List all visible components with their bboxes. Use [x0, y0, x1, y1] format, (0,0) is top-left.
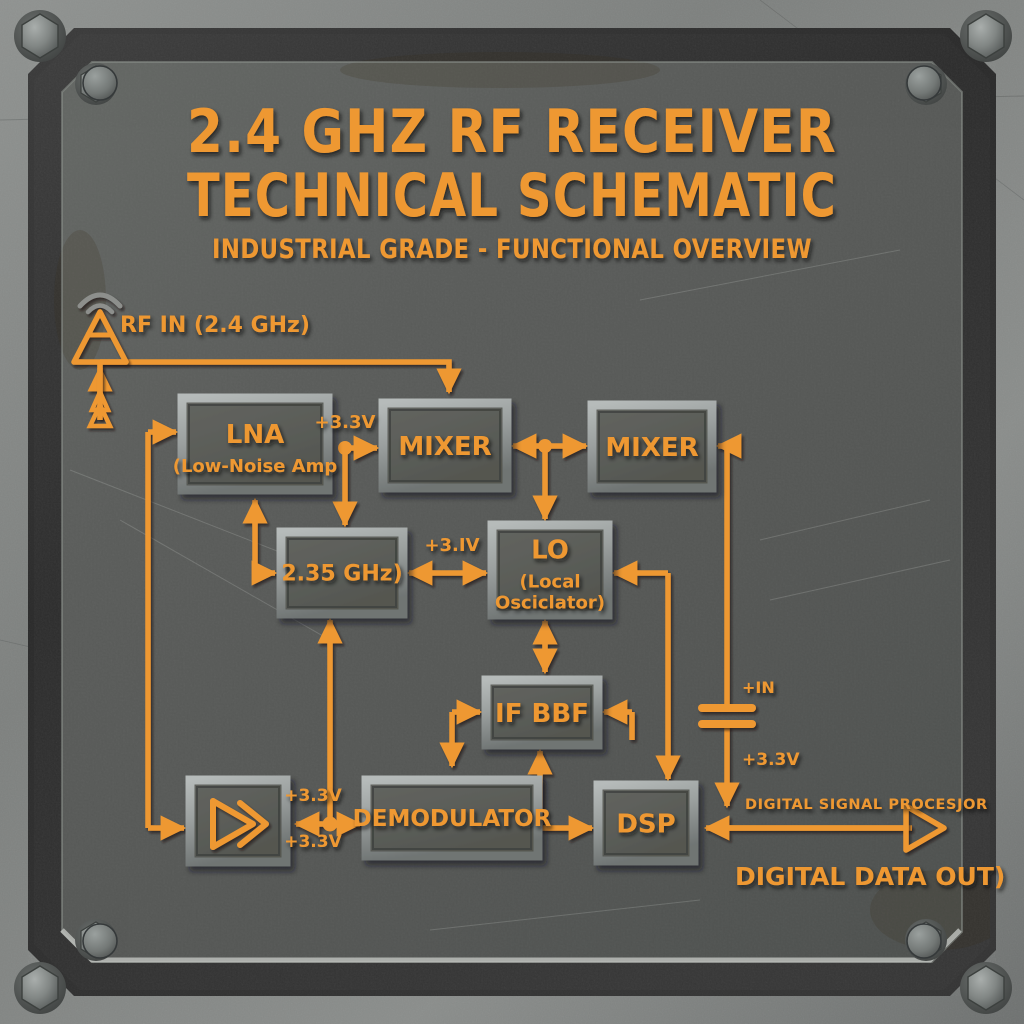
title-group: 2.4 GHZ RF RECEIVER TECHNICAL SCHEMATIC … — [187, 97, 837, 265]
block-frame — [487, 520, 613, 620]
rail-labels: +3.3V +3.IV +3.3V +3.3V +IN +3.3V — [284, 412, 800, 852]
rail-label-rail-lna-mixer: +3.3V — [315, 412, 376, 433]
block-mixer1[interactable] — [378, 398, 512, 493]
block-label-group-lna: LNA (Low-Noise Amp — [173, 420, 338, 477]
wire-rfin-to-mixer1 — [100, 359, 462, 395]
rail-label-rail-amp-bottom: +3.3V — [284, 832, 342, 852]
block-frame — [276, 527, 408, 619]
block-label-group-demodulator: DEMODULATOR — [353, 806, 552, 832]
block-frame — [177, 393, 333, 495]
amplifier-symbol-icon — [210, 798, 269, 850]
block-filter[interactable] — [276, 527, 408, 619]
block-label-lna-1: (Low-Noise Amp — [173, 456, 338, 477]
block-frame — [587, 400, 717, 493]
block-label-lo-1: (Local — [519, 572, 580, 593]
block-label-group-filter: 2.35 GHz) — [281, 562, 402, 587]
rivet-bottom-left-inner — [82, 923, 118, 959]
wire-junctions — [322, 439, 552, 832]
output-arrow-icon — [903, 803, 947, 853]
block-label-demodulator-0: DEMODULATOR — [353, 806, 552, 832]
rivet-top-left-inner — [82, 65, 118, 101]
bolt-bottom-left — [14, 962, 66, 1014]
antenna-icon — [71, 292, 129, 429]
rivet-bottom-right-inner — [906, 923, 942, 959]
block-label-mixer2-0: MIXER — [605, 433, 698, 463]
block-demodulator[interactable] — [361, 775, 543, 861]
block-inner-bevel — [196, 786, 280, 856]
capacitor-symbol — [698, 704, 756, 728]
block-inner-bevel — [492, 686, 592, 739]
dsp-output-caption: DIGITAL SIGNAL PROCESJOR — [745, 797, 988, 813]
block-label-ifbbf-0: IF BBF — [495, 699, 589, 729]
rail-label-cap-supply: +3.3V — [742, 750, 800, 770]
block-amp[interactable] — [185, 775, 291, 867]
block-diagram-boxes — [177, 393, 717, 867]
block-inner-bevel — [287, 538, 397, 608]
block-label-lo-0: LO — [531, 536, 569, 566]
block-label-dsp-0: DSP — [616, 810, 675, 840]
title-line-1: 2.4 GHZ RF RECEIVER — [187, 97, 837, 167]
block-lo[interactable] — [487, 520, 613, 620]
bolt-top-right — [960, 10, 1012, 62]
block-inner-bevel — [598, 411, 706, 482]
block-lna[interactable] — [177, 393, 333, 495]
block-inner-bevel — [604, 791, 688, 855]
rail-label-cap-plus-in: +IN — [742, 678, 775, 697]
block-label-filter-0: 2.35 GHz) — [281, 562, 402, 587]
bolt-top-left — [14, 10, 66, 62]
digital-data-out-label: DIGITAL DATA OUT) — [735, 862, 1005, 891]
block-label-group-mixer1: MIXER — [398, 432, 491, 462]
title-subtitle: INDUSTRIAL GRADE - FUNCTIONAL OVERVIEW — [212, 234, 812, 265]
block-frame — [593, 780, 699, 866]
block-label-group-dsp: DSP — [616, 810, 675, 840]
block-label-lo-2: Osciclator) — [495, 593, 605, 614]
rf-input-label: RF IN (2.4 GHz) — [120, 313, 310, 338]
block-label-group-mixer2: MIXER — [605, 433, 698, 463]
block-inner-bevel — [498, 531, 602, 609]
bolt-bottom-right — [960, 962, 1012, 1014]
block-inner-bevel — [389, 409, 501, 482]
panel-scratches — [69, 249, 951, 931]
block-label-group-ifbbf: IF BBF — [495, 699, 589, 729]
title-line-2: TECHNICAL SCHEMATIC — [187, 161, 837, 231]
block-frame — [361, 775, 543, 861]
junction-lna-rail — [338, 441, 352, 455]
block-frame — [481, 675, 603, 750]
wiring — [87, 359, 912, 841]
block-label-mixer1-0: MIXER — [398, 432, 491, 462]
rail-label-rail-filter-lo: +3.IV — [424, 535, 479, 556]
block-inner-bevel — [188, 404, 322, 484]
junction-amp-rail — [322, 816, 338, 832]
block-label-lna-0: LNA — [226, 420, 284, 450]
block-inner-bevel — [372, 786, 532, 850]
junction-mixer-bus — [538, 439, 552, 453]
block-frame — [185, 775, 291, 867]
block-dsp[interactable] — [593, 780, 699, 866]
block-frame — [378, 398, 512, 493]
rivet-top-right-inner — [906, 65, 942, 101]
rail-label-rail-amp-top: +3.3V — [284, 786, 342, 806]
block-mixer2[interactable] — [587, 400, 717, 493]
fasteners — [14, 10, 1012, 1014]
block-ifbbf[interactable] — [481, 675, 603, 750]
